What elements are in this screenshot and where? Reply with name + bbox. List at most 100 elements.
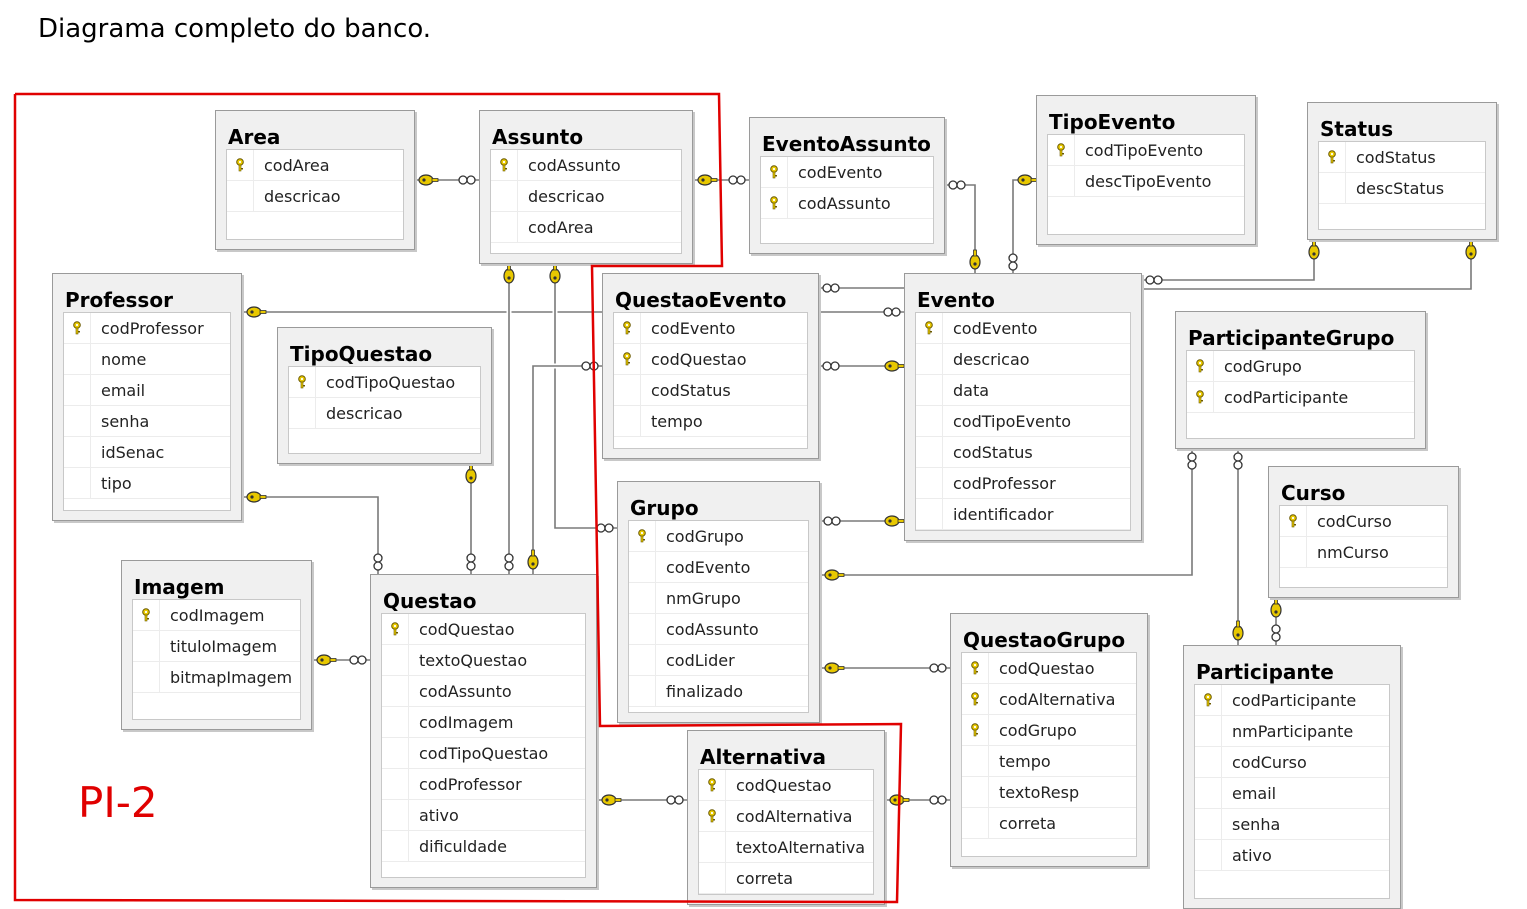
- column-row[interactable]: codGrupo: [629, 521, 808, 552]
- column-row[interactable]: nmParticipante: [1195, 716, 1389, 747]
- column-row[interactable]: codArea: [227, 150, 403, 181]
- column-row[interactable]: idSenac: [64, 437, 230, 468]
- column-row[interactable]: codStatus: [614, 375, 807, 406]
- column-name: ativo: [419, 805, 459, 825]
- column-row[interactable]: descricao: [916, 344, 1130, 375]
- column-name: finalizado: [666, 681, 744, 701]
- column-row[interactable]: codStatus: [916, 437, 1130, 468]
- column-row[interactable]: data: [916, 375, 1130, 406]
- column-row[interactable]: identificador: [916, 499, 1130, 530]
- column-row[interactable]: codEvento: [916, 313, 1130, 344]
- column-row[interactable]: codTipoQuestao: [382, 738, 585, 769]
- column-row[interactable]: textoAlternativa: [699, 832, 873, 863]
- column-row[interactable]: descricao: [289, 398, 480, 429]
- column-row[interactable]: codGrupo: [1187, 351, 1414, 382]
- column-row[interactable]: nome: [64, 344, 230, 375]
- column-row[interactable]: email: [1195, 778, 1389, 809]
- column-row[interactable]: descStatus: [1319, 173, 1485, 204]
- column-row[interactable]: senha: [1195, 809, 1389, 840]
- column-row[interactable]: codAlternativa: [699, 801, 873, 832]
- column-row[interactable]: tipo: [64, 468, 230, 499]
- column-row[interactable]: tempo: [962, 746, 1136, 777]
- column-row[interactable]: bitmapImagem: [133, 662, 300, 693]
- column-row[interactable]: codParticipante: [1195, 685, 1389, 716]
- column-row[interactable]: codTipoQuestao: [289, 367, 480, 398]
- column-row[interactable]: codImagem: [382, 707, 585, 738]
- column-selector: [491, 212, 518, 242]
- column-row[interactable]: nmGrupo: [629, 583, 808, 614]
- column-row[interactable]: codCurso: [1195, 747, 1389, 778]
- many-end-infinity-icon: [596, 523, 606, 533]
- column-row[interactable]: codAssunto: [491, 150, 681, 181]
- primary-key-icon: [1280, 506, 1307, 536]
- column-row[interactable]: codAssunto: [382, 676, 585, 707]
- column-name: email: [1232, 783, 1277, 803]
- column-row[interactable]: tituloImagem: [133, 631, 300, 662]
- column-name: textoResp: [999, 782, 1080, 802]
- column-row[interactable]: codTipoEvento: [1048, 135, 1244, 166]
- column-row[interactable]: codTipoEvento: [916, 406, 1130, 437]
- column-row[interactable]: codAssunto: [761, 188, 933, 219]
- column-row[interactable]: codArea: [491, 212, 681, 243]
- column-row[interactable]: finalizado: [629, 676, 808, 707]
- column-row[interactable]: codAssunto: [629, 614, 808, 645]
- column-row[interactable]: codEvento: [629, 552, 808, 583]
- column-row[interactable]: ativo: [382, 800, 585, 831]
- column-row[interactable]: codProfessor: [916, 468, 1130, 499]
- column-row[interactable]: codQuestao: [614, 344, 807, 375]
- column-row[interactable]: codGrupo: [962, 715, 1136, 746]
- column-row[interactable]: ativo: [1195, 840, 1389, 871]
- column-row[interactable]: email: [64, 375, 230, 406]
- column-row[interactable]: descTipoEvento: [1048, 166, 1244, 197]
- column-row[interactable]: codCurso: [1280, 506, 1447, 537]
- column-row[interactable]: correta: [699, 863, 873, 894]
- column-row[interactable]: descricao: [491, 181, 681, 212]
- column-row[interactable]: nmCurso: [1280, 537, 1447, 568]
- column-row[interactable]: codQuestao: [699, 770, 873, 801]
- column-row[interactable]: descricao: [227, 181, 403, 212]
- column-row[interactable]: codStatus: [1319, 142, 1485, 173]
- column-name: codGrupo: [999, 720, 1077, 740]
- column-selector: [629, 552, 656, 582]
- column-row[interactable]: tempo: [614, 406, 807, 437]
- column-row[interactable]: codProfessor: [64, 313, 230, 344]
- many-end-infinity-icon: [604, 523, 614, 533]
- column-row[interactable]: codParticipante: [1187, 382, 1414, 413]
- column-row[interactable]: codAlternativa: [962, 684, 1136, 715]
- column-row[interactable]: codEvento: [761, 157, 933, 188]
- column-row[interactable]: codQuestao: [962, 653, 1136, 684]
- column-row[interactable]: codEvento: [614, 313, 807, 344]
- column-row[interactable]: dificuldade: [382, 831, 585, 862]
- column-row[interactable]: codProfessor: [382, 769, 585, 800]
- column-name: codEvento: [953, 318, 1038, 338]
- many-end-infinity-icon: [581, 361, 591, 371]
- column-row[interactable]: textoResp: [962, 777, 1136, 808]
- column-selector: [382, 676, 409, 706]
- column-row[interactable]: codQuestao: [382, 614, 585, 645]
- column-row[interactable]: codLider: [629, 645, 808, 676]
- column-row[interactable]: codImagem: [133, 600, 300, 631]
- column-row[interactable]: correta: [962, 808, 1136, 839]
- column-row[interactable]: textoQuestao: [382, 645, 585, 676]
- column-row[interactable]: senha: [64, 406, 230, 437]
